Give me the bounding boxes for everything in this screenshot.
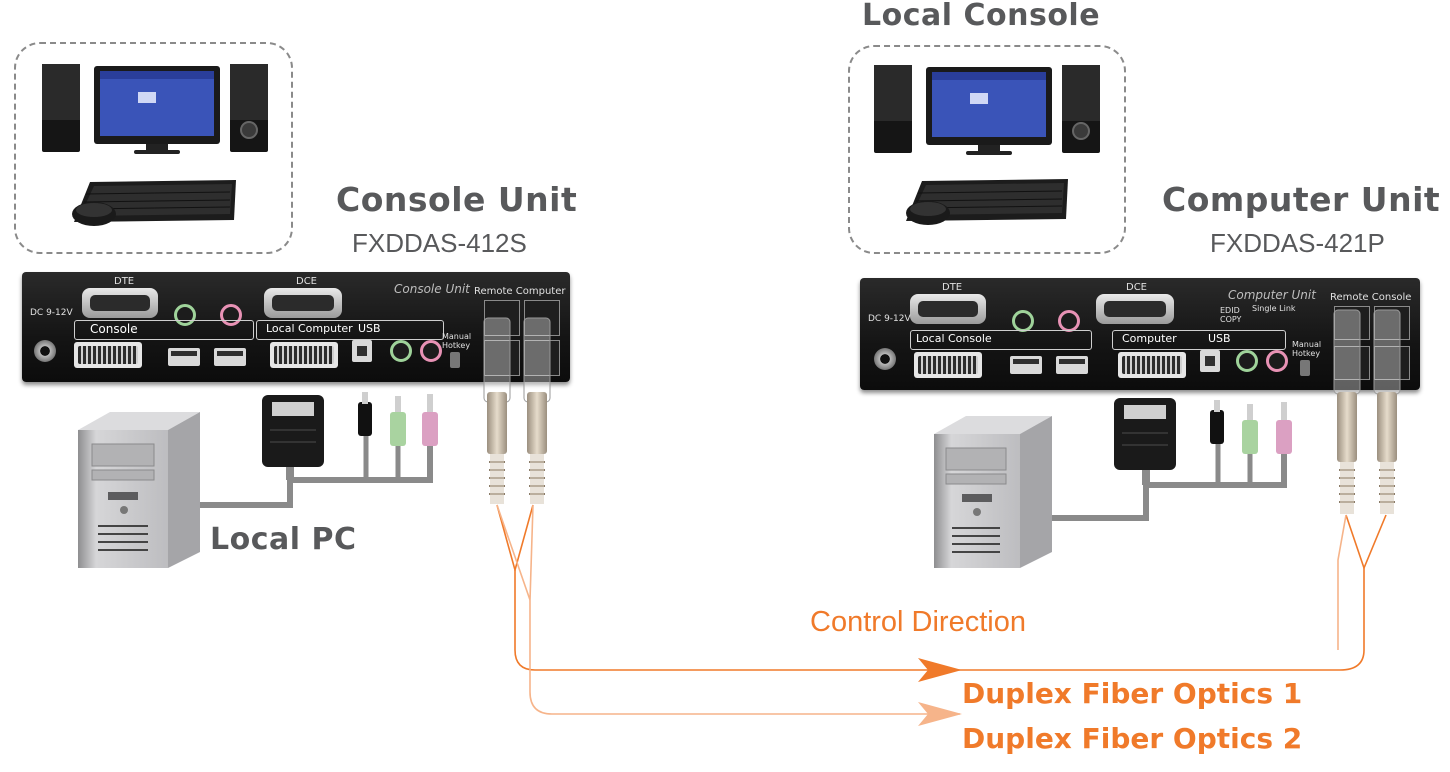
speaker-icon bbox=[874, 65, 912, 153]
dce-label: DCE bbox=[1126, 282, 1148, 293]
console-unit-peripherals bbox=[42, 64, 268, 226]
manual-hotkey-label: Manual Hotkey bbox=[1292, 340, 1322, 358]
computer-strip-label: Computer bbox=[1122, 332, 1177, 345]
usb-port bbox=[168, 348, 200, 366]
fiber-connector-icon bbox=[1333, 309, 1401, 514]
remote-computer-label: Remote Computer bbox=[474, 286, 566, 297]
fiber-optics-1-label: Duplex Fiber Optics 1 bbox=[962, 677, 1303, 710]
direction-arrow-2 bbox=[918, 702, 962, 726]
dvi-cable-icon bbox=[200, 395, 433, 508]
console-unit-device: Console Unit DTE DCE Remote Computer DC … bbox=[22, 272, 570, 382]
usb-b-port bbox=[1200, 350, 1220, 372]
console-strip bbox=[74, 320, 254, 340]
usb-port bbox=[1056, 356, 1088, 374]
local-console-box bbox=[848, 45, 1126, 254]
mouse-icon bbox=[72, 202, 116, 226]
dc-label: DC 9-12V bbox=[30, 308, 73, 318]
fiber-optic-line-2 bbox=[496, 504, 1347, 715]
dvi-cable-icon bbox=[1052, 398, 1287, 521]
dte-label: DTE bbox=[114, 276, 135, 287]
pc-tower-icon bbox=[934, 416, 1052, 568]
dvi-port bbox=[270, 342, 338, 368]
local-console-peripherals bbox=[874, 65, 1100, 225]
local-pc-label: Local PC bbox=[210, 522, 357, 557]
usb-port bbox=[214, 348, 246, 366]
console-strip-label: Console bbox=[90, 322, 138, 336]
audio-jack-pink bbox=[1266, 350, 1288, 372]
usb-port bbox=[1010, 356, 1042, 374]
usb-label: USB bbox=[1208, 332, 1231, 345]
local-console-title: Local Console bbox=[862, 0, 1101, 33]
local-console-strip-label: Local Console bbox=[916, 332, 992, 345]
audio-jack-green bbox=[1236, 350, 1258, 372]
usb-b-port bbox=[352, 340, 372, 362]
fiber-connector-icon bbox=[483, 317, 551, 504]
console-unit-label: Console Unit bbox=[394, 282, 470, 296]
dc-label: DC 9-12V bbox=[868, 314, 911, 324]
dvi-port bbox=[1118, 352, 1186, 378]
pc-tower-icon bbox=[78, 412, 200, 568]
audio-plug-icon bbox=[1210, 400, 1292, 454]
audio-jack-pink bbox=[420, 340, 442, 362]
fiber-port bbox=[524, 340, 560, 376]
computer-unit-title: Computer Unit bbox=[1162, 180, 1441, 219]
single-link-label: Single Link bbox=[1252, 304, 1296, 313]
edid-copy-label: EDID COPY bbox=[1220, 306, 1242, 324]
monitor-icon bbox=[94, 66, 220, 154]
mouse-icon bbox=[906, 201, 950, 225]
audio-jack-green bbox=[390, 340, 412, 362]
computer-strip bbox=[1112, 330, 1286, 350]
dc-power-jack bbox=[874, 348, 896, 370]
monitor-icon bbox=[926, 67, 1052, 155]
hotkey-switch bbox=[450, 352, 460, 368]
fiber-optics-2-label: Duplex Fiber Optics 2 bbox=[962, 722, 1303, 755]
keyboard-icon bbox=[74, 180, 236, 222]
direction-arrow-1 bbox=[918, 658, 962, 682]
dte-port bbox=[910, 294, 986, 324]
dvi-port bbox=[74, 342, 142, 368]
dce-port bbox=[1096, 294, 1174, 324]
dce-port bbox=[264, 288, 342, 318]
local-computer-strip-label: Local Computer bbox=[266, 322, 353, 335]
dte-port bbox=[82, 288, 158, 318]
console-unit-title: Console Unit bbox=[336, 180, 578, 219]
control-direction-label: Control Direction bbox=[810, 606, 1026, 638]
dvi-port bbox=[914, 352, 982, 378]
local-computer-strip bbox=[256, 320, 444, 340]
manual-hotkey-label: Manual Hotkey bbox=[442, 332, 472, 350]
speaker-icon bbox=[230, 64, 268, 152]
dce-label: DCE bbox=[296, 276, 318, 287]
speaker-icon bbox=[42, 64, 80, 152]
computer-unit-model: FXDDAS-421P bbox=[1210, 228, 1385, 258]
local-console-strip bbox=[910, 330, 1092, 350]
dc-power-jack bbox=[34, 340, 56, 362]
hotkey-switch bbox=[1300, 360, 1310, 376]
dte-label: DTE bbox=[942, 282, 963, 293]
computer-unit-label: Computer Unit bbox=[1228, 288, 1316, 302]
console-unit-peripherals-box bbox=[14, 42, 293, 254]
remote-console-label: Remote Console bbox=[1330, 292, 1412, 303]
speaker-icon bbox=[1062, 65, 1100, 153]
audio-plug-icon bbox=[358, 392, 438, 446]
console-unit-model: FXDDAS-412S bbox=[352, 228, 527, 258]
computer-unit-device: Computer Unit DTE DCE EDID COPY Single L… bbox=[860, 278, 1420, 390]
fiber-port bbox=[1374, 306, 1410, 340]
usb-label: USB bbox=[358, 322, 381, 335]
